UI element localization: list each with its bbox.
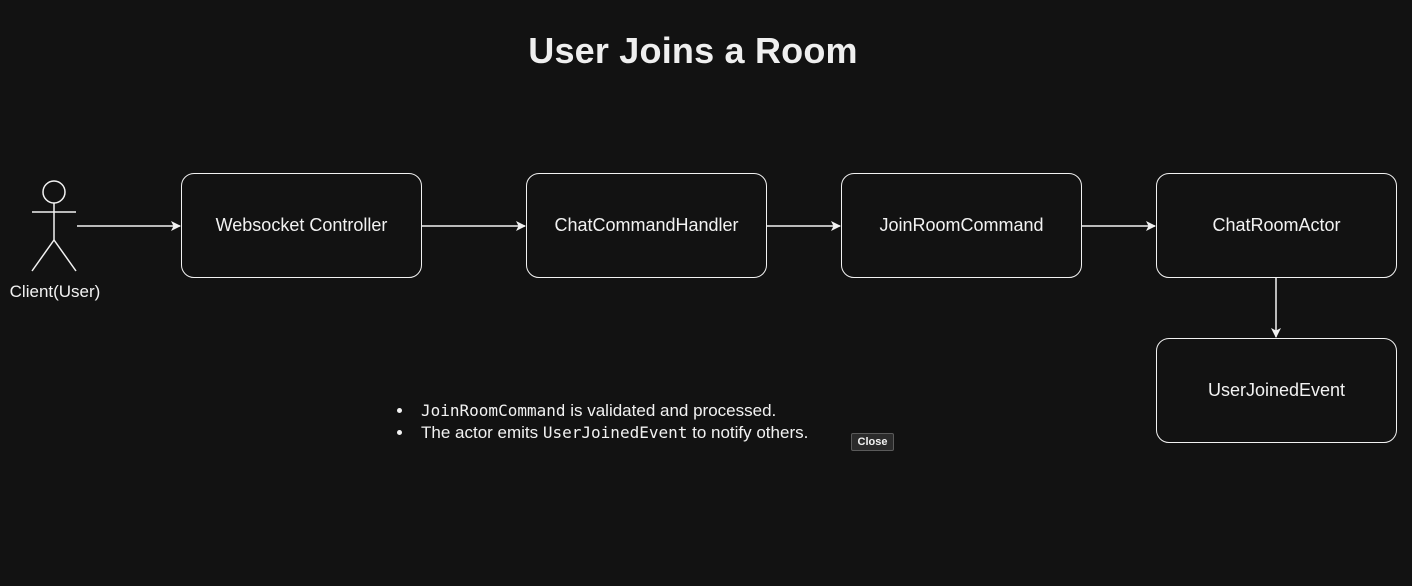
node-chat-command-handler[interactable]: ChatCommandHandler (526, 173, 767, 278)
node-websocket-controller[interactable]: Websocket Controller (181, 173, 422, 278)
code-user-joined-event: UserJoinedEvent (542, 423, 688, 442)
actor-label: Client(User) (9, 282, 101, 301)
note-item: The actor emits UserJoinedEvent to notif… (396, 422, 808, 444)
note-item: JoinRoomCommand is validated and process… (396, 400, 808, 422)
node-join-room-command[interactable]: JoinRoomCommand (841, 173, 1082, 278)
diagram-title: User Joins a Room (528, 30, 858, 71)
code-join-room-command: JoinRoomCommand (421, 401, 566, 420)
node-user-joined-event[interactable]: UserJoinedEvent (1156, 338, 1397, 443)
notes-list: JoinRoomCommand is validated and process… (396, 400, 808, 444)
close-button[interactable]: Close (851, 433, 894, 451)
node-chat-room-actor[interactable]: ChatRoomActor (1156, 173, 1397, 278)
stick-figure-icon (31, 180, 77, 272)
